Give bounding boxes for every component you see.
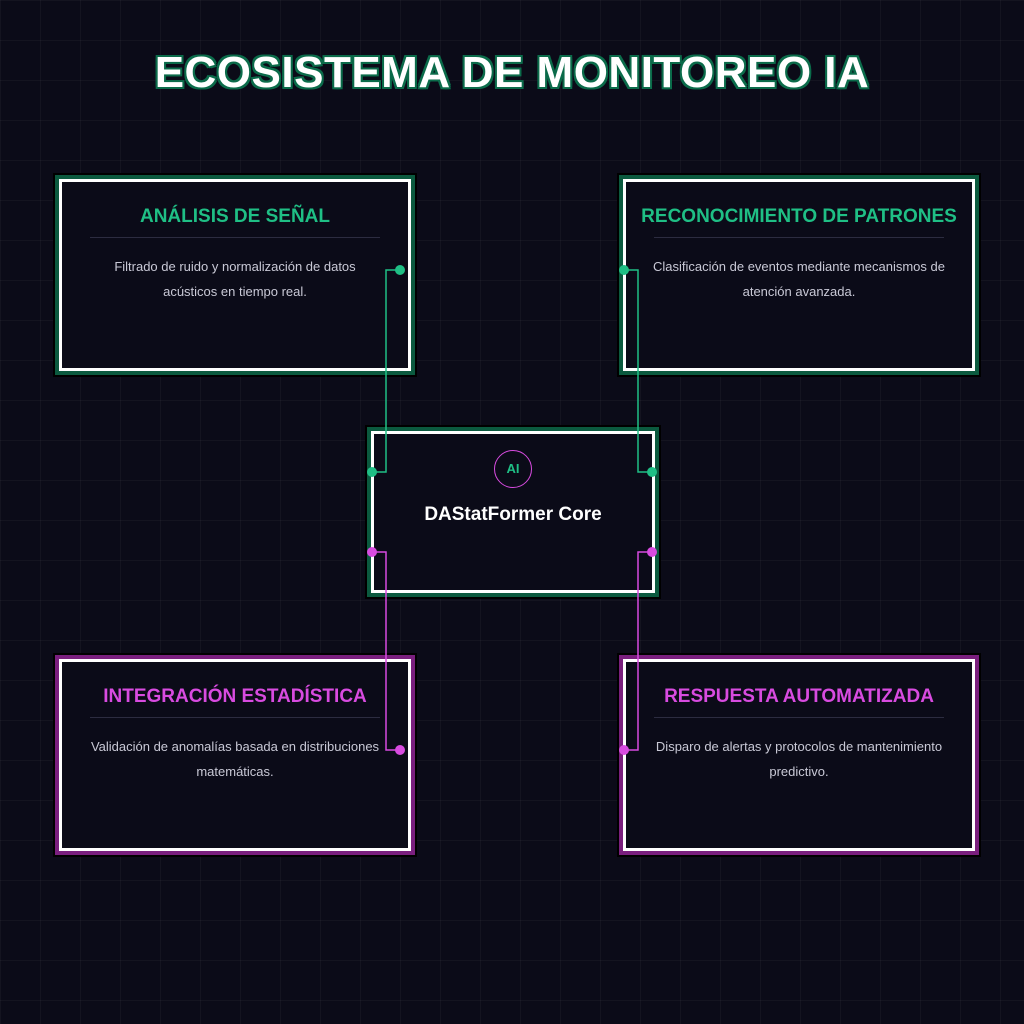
- node-title: INTEGRACIÓN ESTADÍSTICA: [103, 686, 367, 707]
- node-description: Clasificación de eventos mediante mecani…: [653, 259, 945, 299]
- node-statistical-integration: INTEGRACIÓN ESTADÍSTICA Validación de an…: [59, 659, 411, 851]
- core-label: DAStatFormer Core: [424, 504, 602, 525]
- node-divider: [90, 717, 380, 718]
- node-title: RECONOCIMIENTO DE PATRONES: [641, 206, 957, 227]
- node-title: RESPUESTA AUTOMATIZADA: [664, 686, 934, 707]
- node-divider: [654, 717, 944, 718]
- node-signal-analysis: ANÁLISIS DE SEÑAL Filtrado de ruido y no…: [59, 179, 411, 371]
- node-title: ANÁLISIS DE SEÑAL: [139, 206, 331, 227]
- node-description: Disparo de alertas y protocolos de mante…: [655, 739, 943, 779]
- core-node: AI DAStatFormer Core: [371, 431, 655, 593]
- node-divider: [90, 237, 380, 238]
- node-pattern-recognition: RECONOCIMIENTO DE PATRONES Clasificación…: [623, 179, 975, 371]
- node-description: Validación de anomalías basada en distri…: [90, 739, 380, 779]
- page-title: ECOSISTEMA DE MONITOREO IA: [154, 48, 870, 97]
- node-divider: [654, 237, 944, 238]
- node-automated-response: RESPUESTA AUTOMATIZADA Disparo de alerta…: [623, 659, 975, 851]
- node-description: Filtrado de ruido y normalización de dat…: [114, 259, 356, 299]
- ai-badge-icon: AI: [494, 450, 532, 488]
